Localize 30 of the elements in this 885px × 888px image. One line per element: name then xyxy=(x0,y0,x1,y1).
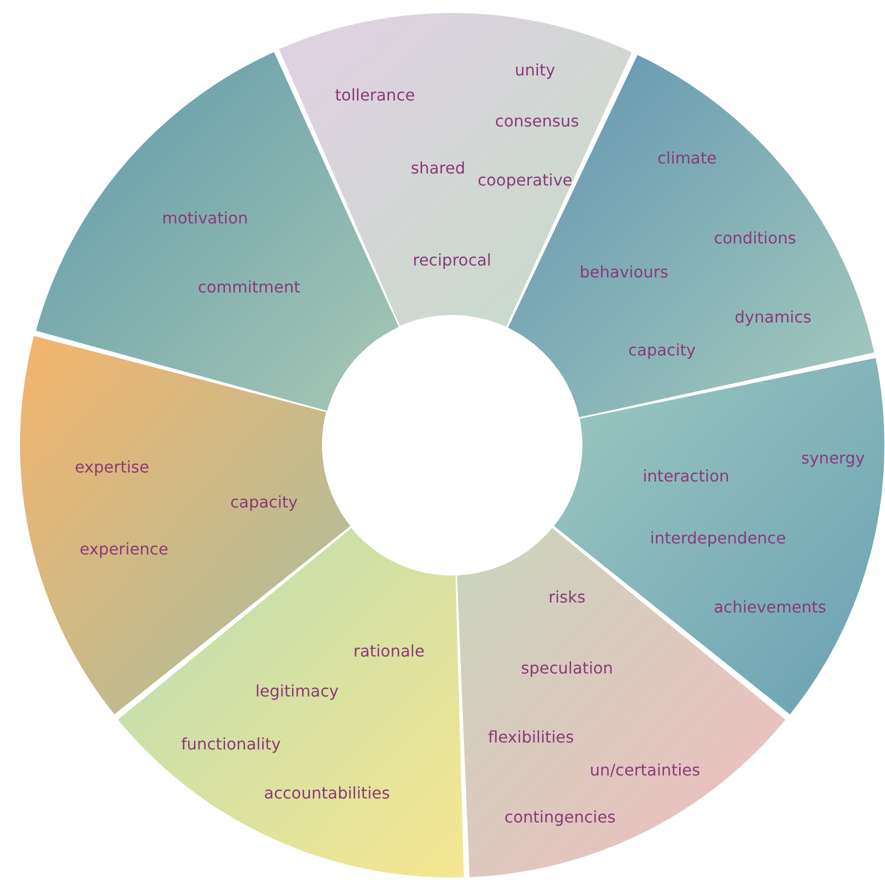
keyword: consensus xyxy=(495,111,579,130)
keyword: achievements xyxy=(714,597,826,616)
keyword: capacity xyxy=(628,340,696,360)
keyword: speculation xyxy=(520,658,614,678)
keyword: capacity xyxy=(230,492,298,512)
keyword: climate xyxy=(657,148,717,168)
keyword: dynamics xyxy=(734,307,812,326)
keyword: synergy xyxy=(801,448,865,468)
keyword: interaction xyxy=(642,466,730,486)
keyword: functionality xyxy=(181,734,281,754)
keyword: shared xyxy=(410,158,466,178)
keyword: accountabilities xyxy=(264,783,390,802)
keyword: rationale xyxy=(353,641,425,660)
keyword: experience xyxy=(80,539,168,558)
keyword: motivation xyxy=(162,208,248,228)
keyword: contingencies xyxy=(504,807,616,826)
keyword: flexibilities xyxy=(488,727,574,746)
keyword: interdependence xyxy=(650,528,786,548)
keyword: expertise xyxy=(74,457,150,476)
keyword: un/certainties xyxy=(590,760,700,780)
keyword: cooperative xyxy=(478,170,572,190)
keyword: commitment xyxy=(198,277,300,296)
keyword: tollerance xyxy=(335,85,415,104)
keyword: conditions xyxy=(714,228,796,248)
keyword: unity xyxy=(514,60,556,80)
keyword: risks xyxy=(548,587,586,606)
keyword: behaviours xyxy=(580,262,668,282)
keyword: reciprocal xyxy=(412,250,492,270)
puzzle-piece xyxy=(20,336,350,714)
keyword: legitimacy xyxy=(255,681,339,700)
